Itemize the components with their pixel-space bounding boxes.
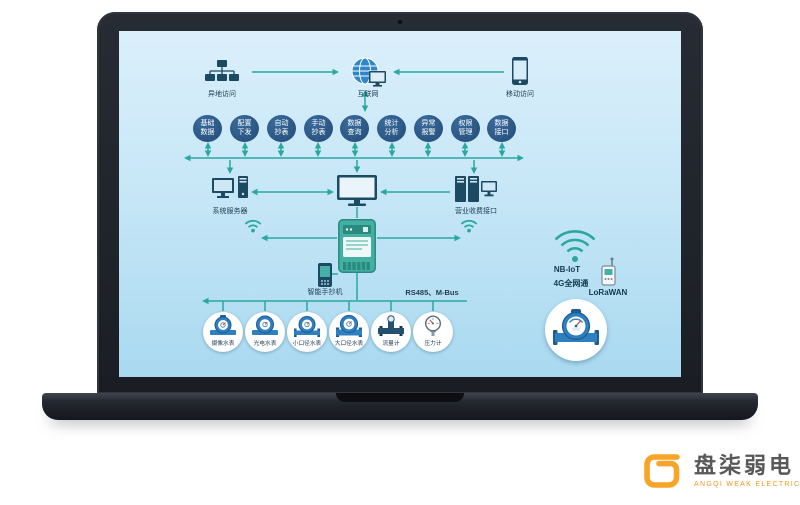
connector-lines bbox=[184, 68, 524, 311]
laptop-screen: 异地访问 互联网 bbox=[119, 31, 681, 377]
internet-label: 互联网 bbox=[357, 91, 379, 98]
wifi-icon-right bbox=[459, 217, 479, 233]
function-node-alarm: 异常 报警 bbox=[414, 115, 443, 142]
system-server-label: 系统服务器 bbox=[212, 208, 248, 215]
meter-pressure: 压力计 bbox=[413, 312, 453, 352]
flow-meter-icon bbox=[378, 315, 404, 336]
nbiot-label: NB-IoT bbox=[553, 265, 581, 274]
big-wifi-icon bbox=[552, 229, 598, 263]
camera-water-meter-icon bbox=[210, 315, 236, 335]
monitor-overlay-icon bbox=[369, 71, 386, 87]
wireless-meter-circle bbox=[545, 299, 607, 361]
lora-module-icon bbox=[598, 257, 618, 287]
architecture-diagram: 异地访问 互联网 bbox=[119, 31, 681, 377]
function-node-config: 配置 下发 bbox=[230, 115, 259, 142]
bus-protocol-label: RS485、M-Bus bbox=[405, 288, 459, 297]
mobile-access-label: 移动访问 bbox=[506, 91, 534, 98]
function-node-auto-read: 自动 抄表 bbox=[267, 115, 296, 142]
brand-subtitle: ANGQI WEAK ELECTRICITY bbox=[694, 481, 800, 489]
water-meter-large-icon bbox=[553, 309, 599, 345]
pressure-gauge-icon bbox=[424, 315, 442, 336]
small-diameter-water-meter-icon bbox=[294, 316, 320, 337]
wifi-icon-left bbox=[243, 217, 263, 233]
org-chart-icon bbox=[205, 60, 239, 84]
function-node-basic-data: 基础 数据 bbox=[193, 115, 222, 142]
function-node-permission: 权限 管理 bbox=[451, 115, 480, 142]
billing-interface-label: 营业收费接口 bbox=[455, 208, 497, 215]
smartphone-icon bbox=[512, 57, 528, 85]
meter-photoelectric: 光电水表 bbox=[245, 312, 285, 352]
handheld-reader-icon bbox=[318, 263, 332, 287]
brand-text: 盘柒弱电 ANGQI WEAK ELECTRICITY bbox=[694, 452, 800, 489]
meter-camera: 摄像水表 bbox=[203, 312, 243, 352]
laptop-notch bbox=[336, 393, 464, 402]
function-node-data-query: 数据 查询 bbox=[340, 115, 369, 142]
globe-icon bbox=[351, 57, 387, 90]
function-node-data-api: 数据 接口 bbox=[487, 115, 516, 142]
fourg-label: 4G全网通 bbox=[553, 279, 589, 288]
meter-small-diameter: 小口径水表 bbox=[287, 312, 327, 352]
function-node-manual-read: 手动 抄表 bbox=[304, 115, 333, 142]
central-monitor-icon bbox=[337, 175, 377, 207]
brand-logo-icon bbox=[640, 448, 686, 494]
laptop-screen-bezel: 异地访问 互联网 bbox=[97, 12, 703, 394]
laptop-base bbox=[42, 393, 758, 420]
system-server-icon bbox=[212, 176, 248, 204]
brand-name: 盘柒弱电 bbox=[694, 452, 795, 478]
photoelectric-water-meter-icon bbox=[252, 315, 278, 335]
function-node-statistics: 统计 分析 bbox=[377, 115, 406, 142]
meter-flow: 流量计 bbox=[371, 312, 411, 352]
large-diameter-water-meter-icon bbox=[336, 315, 362, 337]
lorawan-label: LoRaWAN bbox=[588, 288, 628, 297]
handheld-reader-label: 智能手抄机 bbox=[307, 289, 343, 296]
billing-servers-icon bbox=[455, 176, 497, 204]
meter-large-diameter: 大口径水表 bbox=[329, 312, 369, 352]
concentrator-device bbox=[338, 219, 376, 273]
brand-block: 盘柒弱电 ANGQI WEAK ELECTRICITY bbox=[640, 448, 800, 494]
remote-access-label: 异地访问 bbox=[208, 91, 236, 98]
laptop-camera-dot bbox=[398, 20, 402, 24]
